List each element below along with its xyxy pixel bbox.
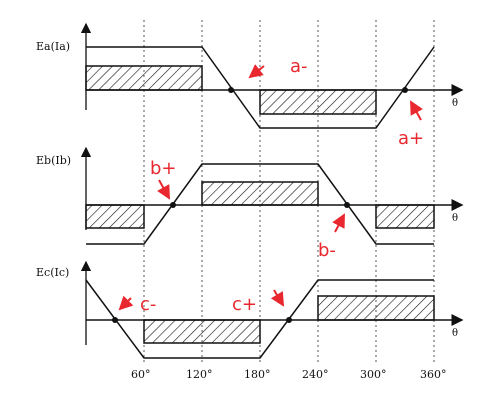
panel-a-zero-crossing-1 [228,87,234,93]
panel-a-x-label: θ [452,98,458,109]
panel-b-x-label: θ [452,213,458,224]
tick-300: 300° [360,368,387,381]
panel-b-annotation-1: b+ [150,158,177,179]
panel-b-current-negative-2 [375,204,435,229]
panel-b-zero-crossing-2 [344,202,350,208]
panel-a-current-negative [259,89,377,115]
panel-b-annotation-arrow-2 [332,213,345,233]
panel-c-current-positive [317,295,435,321]
panel-b-y-label: Eb(Ib) [36,154,71,167]
panel-a: Ea(Ia) θ a- a+ [36,22,464,149]
panel-c-annotation-1: c- [140,294,156,315]
panel-a-y-label: Ea(Ia) [36,40,70,53]
panel-c-zero-crossing-2 [286,317,292,323]
panel-c-annotation-arrow-2 [270,289,285,307]
tick-240: 240° [302,368,329,381]
panel-c-current-negative [143,319,261,344]
panel-a-annotation-2: a+ [398,128,424,149]
tick-120: 120° [186,368,213,381]
panel-b-current-negative-1 [85,204,145,229]
tick-180: 180° [244,368,271,381]
panel-a-annotation-arrow-2 [410,100,423,121]
panel-a-annotation-1: a- [290,56,308,77]
panel-c-annotation-2: c+ [232,294,257,315]
panel-c-y-label: Ec(Ic) [36,266,69,279]
panel-c: Ec(Ic) θ c- c+ [36,260,464,359]
panel-c-zero-crossing-1 [112,317,118,323]
panel-a-zero-crossing-2 [402,87,408,93]
panel-b-current-positive [201,181,319,206]
panel-b-emf-waveform [86,163,434,245]
panel-a-annotation-arrow-1 [248,64,265,79]
tick-360: 360° [420,368,447,381]
panel-a-emf-waveform [86,46,435,129]
x-tick-labels: 60° 120° 180° 240° 300° 360° [131,368,447,381]
panel-a-current-positive [85,65,203,91]
panel-b-annotation-2: b- [318,240,336,261]
panel-b-zero-crossing-1 [170,202,176,208]
panel-c-x-label: θ [452,328,458,339]
panel-b: Eb(Ib) θ b+ b- [36,146,464,261]
tick-60: 60° [131,368,151,381]
panel-c-annotation-arrow-1 [118,295,134,311]
panel-b-annotation-arrow-1 [157,179,170,200]
panel-c-emf-waveform [85,279,434,359]
